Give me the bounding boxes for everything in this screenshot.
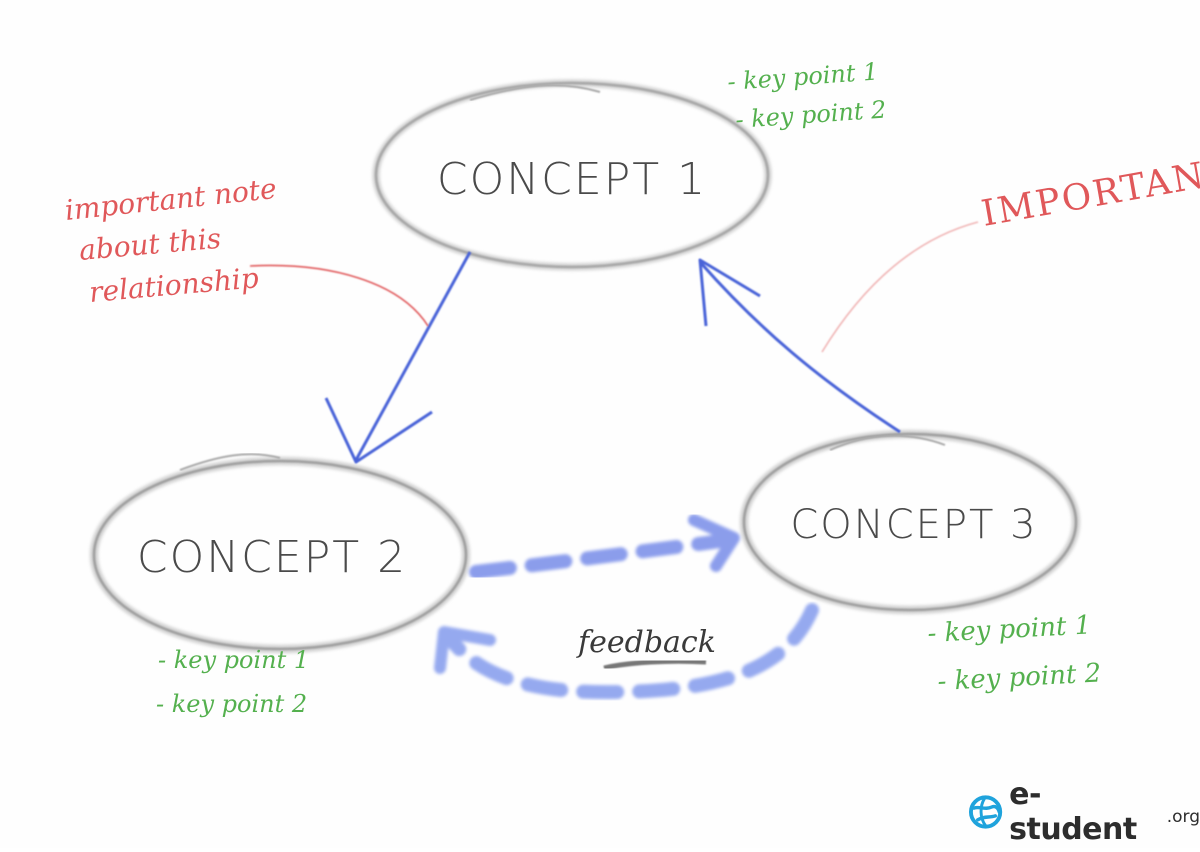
concept2-keypoint-1: - key point 1	[158, 646, 309, 674]
arrow-concept1-to-concept2	[324, 251, 472, 464]
relationship-note-line-3: relationship	[88, 261, 260, 309]
logo-name: e-student	[1009, 777, 1137, 847]
concept2-keypoints: - key point 1 - key point 2	[156, 646, 309, 718]
concept2-keypoint-2: - key point 2	[156, 690, 307, 718]
important-note: IMPORTANT!	[978, 148, 1200, 235]
relationship-note: important note about this relationship	[63, 172, 278, 309]
logo-tld: .org	[1166, 807, 1200, 827]
arrow-concept3-to-concept1	[698, 258, 901, 434]
concept3-keypoint-2: - key point 2	[937, 658, 1102, 697]
relationship-note-connector	[249, 264, 429, 327]
globe-icon	[968, 795, 1003, 829]
important-note-connector	[821, 221, 979, 353]
concept2-node: CONCEPT 2	[90, 453, 470, 653]
concept1-keypoint-2: - key point 2	[734, 96, 887, 134]
concept1-keypoints: - key point 1 - key point 2	[726, 58, 887, 134]
concept1-keypoint-1: - key point 1	[726, 58, 879, 96]
concept1-node: CONCEPT 1	[372, 79, 772, 271]
concept3-keypoints: - key point 1 - key point 2	[927, 610, 1102, 697]
concept1-label: CONCEPT 1	[437, 154, 707, 205]
dashed-arrow-concept2-to-concept3	[469, 514, 740, 579]
e-student-logo[interactable]: e-student .org	[968, 777, 1200, 847]
feedback-label: feedback	[576, 625, 716, 660]
concept2-label: CONCEPT 2	[137, 532, 407, 583]
concept3-label: CONCEPT 3	[790, 502, 1037, 548]
feedback-underline	[603, 658, 707, 671]
relationship-note-line-2: about this	[78, 222, 223, 267]
concept3-keypoint-1: - key point 1	[927, 610, 1092, 649]
relationship-note-line-1: important note	[63, 172, 278, 227]
dashed-arrow-feedback	[434, 603, 819, 700]
concept3-node: CONCEPT 3	[740, 430, 1080, 614]
